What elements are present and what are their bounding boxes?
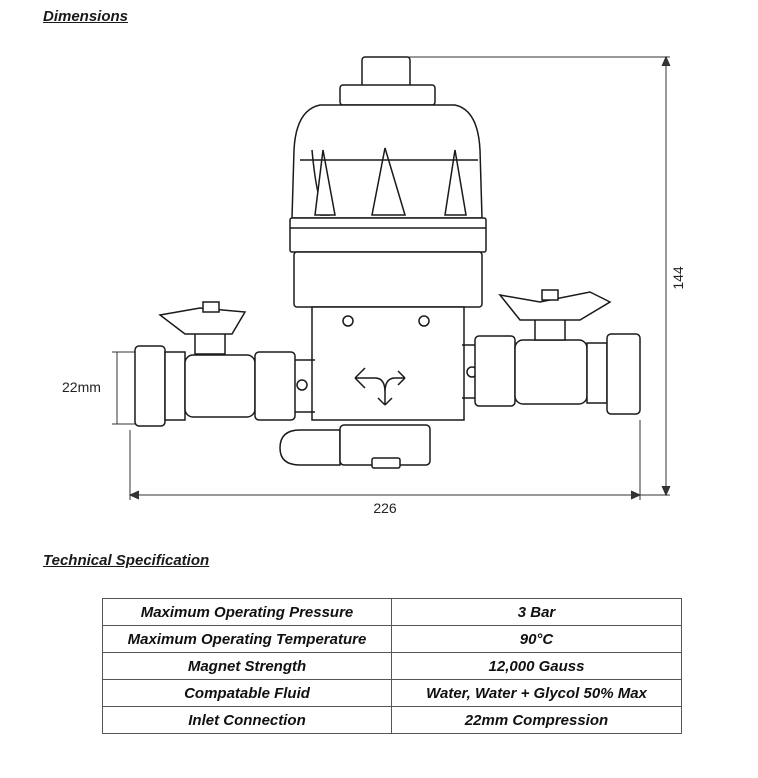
width-label: 226: [373, 500, 397, 516]
table-row: Compatable Fluid Water, Water + Glycol 5…: [102, 679, 682, 707]
spec-key: Magnet Strength: [102, 652, 392, 680]
dimensions-heading: Dimensions: [43, 8, 129, 25]
height-label: 144: [670, 266, 686, 290]
magnetic-filter-body: [279, 56, 487, 469]
technical-spec-table: Maximum Operating Pressure 3 Bar Maximum…: [102, 598, 682, 734]
table-row: Maximum Operating Pressure 3 Bar: [102, 598, 682, 626]
spec-key: Compatable Fluid: [102, 679, 392, 707]
table-row: Magnet Strength 12,000 Gauss: [102, 652, 682, 680]
table-row: Maximum Operating Temperature 90°C: [102, 625, 682, 653]
spec-key: Inlet Connection: [102, 706, 392, 734]
width-dimension: [128, 420, 642, 500]
left-isolation-valve: [134, 301, 315, 427]
spec-value: 3 Bar: [391, 598, 682, 626]
inlet-label: 22mm: [62, 379, 101, 395]
spec-value: 22mm Compression: [391, 706, 682, 734]
spec-value: 90°C: [391, 625, 682, 653]
technical-spec-heading: Technical Specification: [43, 552, 210, 569]
spec-key: Maximum Operating Temperature: [102, 625, 392, 653]
spec-value: Water, Water + Glycol 50% Max: [391, 679, 682, 707]
table-row: Inlet Connection 22mm Compression: [102, 706, 682, 734]
height-dimension: [408, 55, 671, 497]
right-isolation-valve: [462, 289, 641, 415]
spec-value: 12,000 Gauss: [391, 652, 682, 680]
spec-key: Maximum Operating Pressure: [102, 598, 392, 626]
filter-dimension-drawing: 144 226 22mm: [62, 55, 686, 516]
